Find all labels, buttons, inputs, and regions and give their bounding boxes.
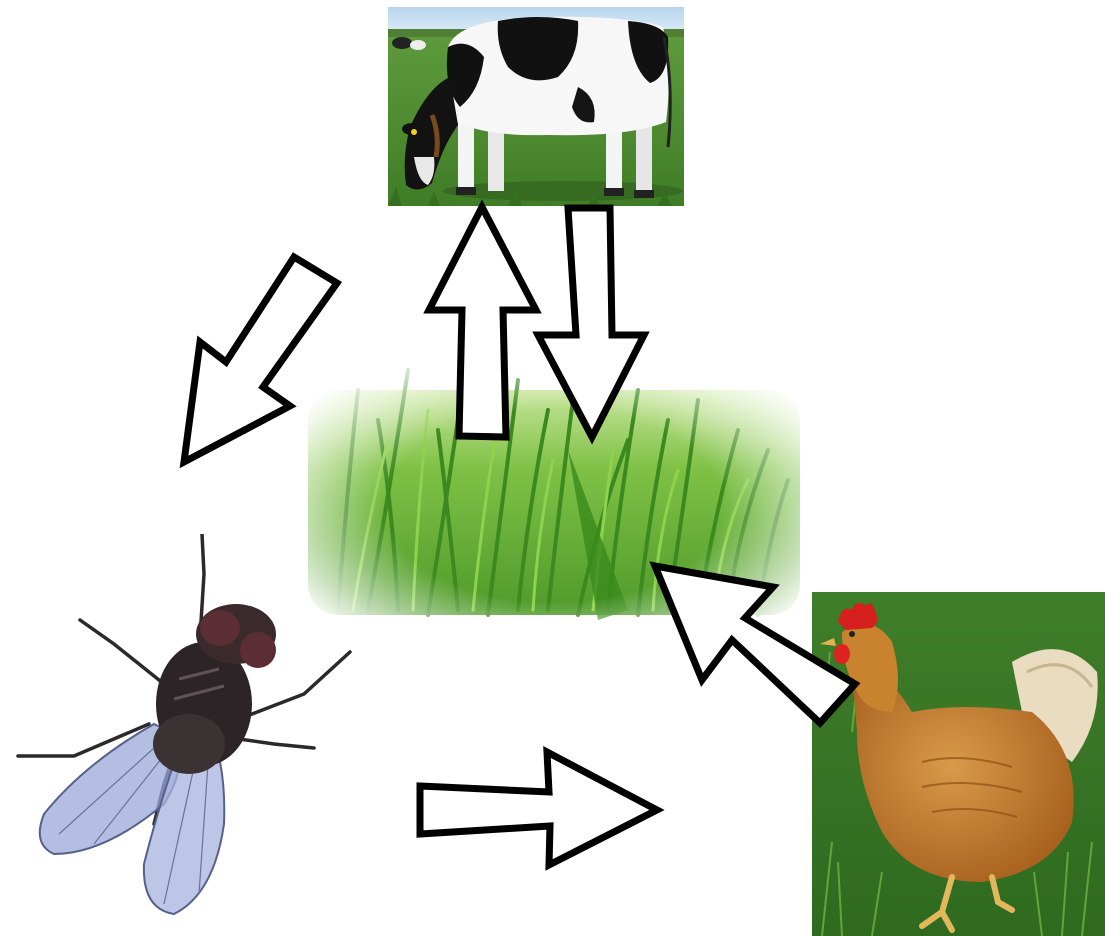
cow-illustration	[388, 7, 684, 206]
hen-illustration	[812, 592, 1105, 936]
housefly-illustration	[14, 534, 354, 934]
arrow-fly-to-hen	[420, 752, 657, 865]
housefly-photo	[14, 534, 354, 934]
grass-illustration	[298, 330, 810, 622]
cow-photo	[388, 7, 684, 206]
grass-photo	[298, 330, 810, 622]
hen-photo	[812, 592, 1105, 936]
